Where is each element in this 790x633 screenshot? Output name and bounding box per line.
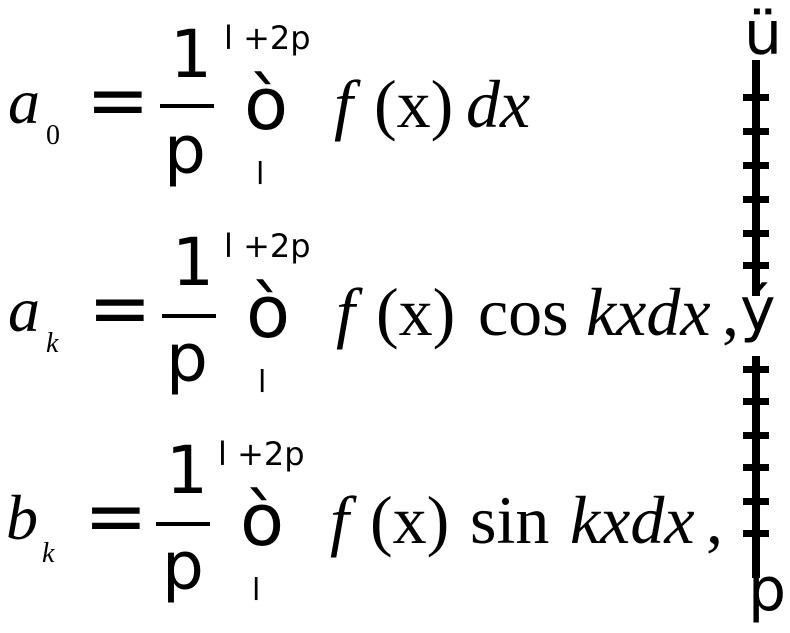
integrand-argument: (x) <box>370 482 450 558</box>
lhs-letter: a <box>8 274 40 345</box>
fraction-bar <box>162 314 216 318</box>
brace-tick <box>743 498 769 505</box>
integral-sign: ò <box>246 270 291 354</box>
integral-lower-limit: l <box>258 365 267 400</box>
integral-upper-limit: l +2p <box>224 227 311 265</box>
brace-tick <box>743 262 769 269</box>
brace-tick <box>743 162 769 169</box>
brace-tick <box>743 230 769 237</box>
equals-sign: = <box>86 55 150 144</box>
brace-tick <box>743 366 769 373</box>
integral-lower-limit: l <box>256 157 265 192</box>
trailing-comma: , <box>706 482 723 558</box>
fraction-numerator: 1 <box>172 224 214 301</box>
lhs-letter: b <box>6 482 38 553</box>
integrand-trig: cos <box>478 274 569 350</box>
integrand-differential: kxdx <box>570 482 695 558</box>
brace-tick <box>743 128 769 135</box>
brace-tick <box>743 196 769 203</box>
brace-top-glyph: ü <box>744 0 783 69</box>
integral-upper-limit: l +2p <box>224 19 311 57</box>
brace-tick <box>743 464 769 471</box>
fraction-denominator: p <box>164 112 206 189</box>
integral-sign: ò <box>240 478 285 562</box>
integrand-argument: (x) <box>376 274 456 350</box>
integrand-function: f <box>330 482 349 558</box>
fraction-denominator: p <box>166 320 208 397</box>
brace-tick <box>743 432 769 439</box>
integrand-trig: sin <box>470 482 550 558</box>
integral-lower-limit: l <box>252 573 261 608</box>
brace-middle-glyph: ý <box>740 275 776 345</box>
brace-bottom-glyph: þ <box>748 555 787 625</box>
brace-tick <box>743 94 769 101</box>
integrand-differential: kxdx <box>586 274 711 350</box>
fraction-bar <box>156 522 210 526</box>
brace-tick <box>743 398 769 405</box>
lhs-subscript: 0 <box>46 120 60 151</box>
fraction-bar <box>160 104 214 108</box>
equals-sign: = <box>84 471 148 560</box>
fraction-denominator: p <box>162 528 204 605</box>
integrand-function: f <box>334 66 353 142</box>
integral-upper-limit: l +2p <box>218 435 305 473</box>
trailing-comma: , <box>722 274 739 350</box>
lhs-letter: a <box>8 66 40 137</box>
lhs-subscript: k <box>46 328 59 359</box>
integrand-argument: (x) <box>374 66 454 142</box>
brace-tick <box>743 530 769 537</box>
fraction-numerator: 1 <box>166 432 208 509</box>
brace-upper-stem <box>752 60 760 296</box>
integrand-function: f <box>336 274 355 350</box>
fraction-numerator: 1 <box>170 16 212 93</box>
integral-sign: ò <box>244 62 289 146</box>
integrand-differential: dx <box>466 66 531 142</box>
equals-sign: = <box>88 263 152 352</box>
lhs-subscript: k <box>42 538 55 569</box>
